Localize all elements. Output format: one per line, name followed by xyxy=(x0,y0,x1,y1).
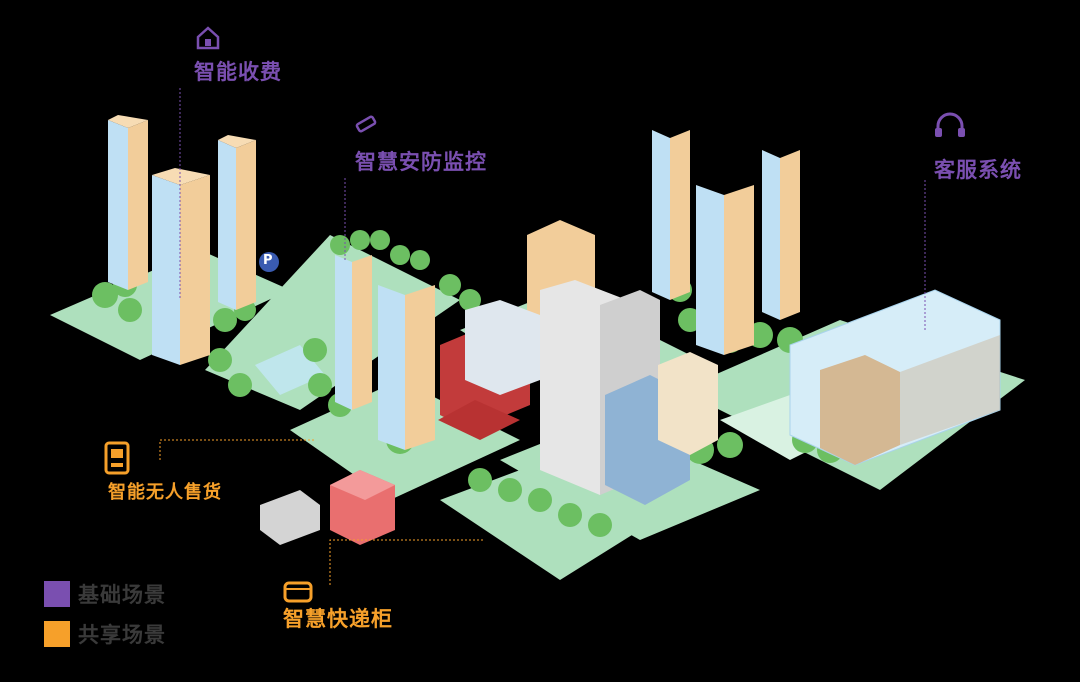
leader-lines-orange xyxy=(159,439,485,585)
residential-towers-left xyxy=(108,115,256,365)
unmanned-vending-label: 智能无人售货 xyxy=(108,482,222,503)
legend-shared: 共享场景 xyxy=(44,619,166,649)
central-buildings xyxy=(438,220,718,505)
locker-icon xyxy=(283,579,313,607)
smart-payment-label: 智能收费 xyxy=(194,60,282,84)
home-icon xyxy=(194,24,222,56)
shop-kiosk xyxy=(260,470,395,545)
headset-icon xyxy=(933,112,967,148)
vending-machine-icon xyxy=(104,441,130,479)
residential-towers-right xyxy=(652,130,800,355)
legend-basic: 基础场景 xyxy=(44,579,166,609)
glass-office-building xyxy=(789,289,1001,466)
security-monitoring-label: 智慧安防监控 xyxy=(355,150,487,174)
legend-basic-swatch xyxy=(44,581,70,607)
customer-service-label: 客服系统 xyxy=(934,158,1022,182)
residential-towers-middle xyxy=(335,255,435,450)
camera-icon xyxy=(355,113,381,139)
parking-sign-icon xyxy=(259,252,279,272)
legend-basic-label: 基础场景 xyxy=(78,583,166,607)
legend-shared-swatch xyxy=(44,621,70,647)
parking-sign-label: P xyxy=(263,253,273,268)
leader-lines xyxy=(179,88,926,330)
legend-shared-label: 共享场景 xyxy=(78,623,166,647)
smart-parcel-locker-label: 智慧快递柜 xyxy=(283,607,393,631)
